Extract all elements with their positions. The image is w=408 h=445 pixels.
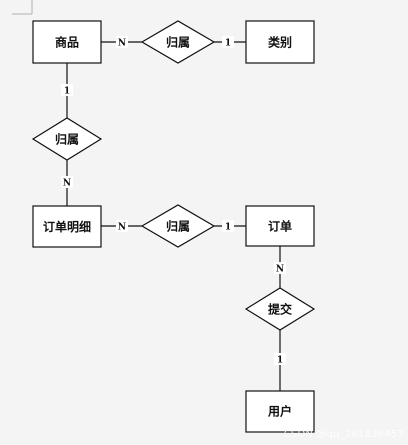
entity-label-order-detail: 订单明细 <box>43 219 91 234</box>
entity-product: 商品 <box>32 20 102 64</box>
cardinality-order-user-order: N <box>276 265 284 275</box>
entity-label-order: 订单 <box>268 219 292 234</box>
cardinality-product-detail-detail: N <box>63 179 71 189</box>
relationship-detail-order: 归属 <box>140 204 216 248</box>
entity-label-user: 用户 <box>267 404 292 419</box>
entity-label-product: 商品 <box>55 35 79 50</box>
cardinality-detail-order-order: 1 <box>225 223 231 233</box>
relationship-label-product-detail: 归属 <box>55 132 79 147</box>
relationship-order-user: 提交 <box>244 287 316 331</box>
entity-order-detail: 订单明细 <box>32 205 102 248</box>
relationship-label-product-category: 归属 <box>166 35 190 50</box>
cardinality-order-user-user: 1 <box>277 356 283 366</box>
relationship-product-category: 归属 <box>140 20 216 64</box>
entity-label-category: 类别 <box>268 35 292 50</box>
cardinality-product-category-product: N <box>118 39 126 49</box>
relationship-product-detail: 归属 <box>31 117 103 161</box>
relationship-label-order-user: 提交 <box>268 302 292 317</box>
page-corner-marks <box>12 0 33 15</box>
cardinality-detail-order-detail: N <box>118 223 126 233</box>
watermark: CSDN @qq_261836457 <box>283 429 404 440</box>
relationship-label-detail-order: 归属 <box>166 219 190 234</box>
cardinality-labels: N 1 1 N N 1 N 1 <box>61 36 286 366</box>
entity-order: 订单 <box>245 205 315 247</box>
cardinality-product-detail-product: 1 <box>64 87 70 97</box>
cardinality-product-category-category: 1 <box>225 39 231 49</box>
entity-category: 类别 <box>245 20 315 64</box>
entity-user: 用户 <box>245 390 315 433</box>
